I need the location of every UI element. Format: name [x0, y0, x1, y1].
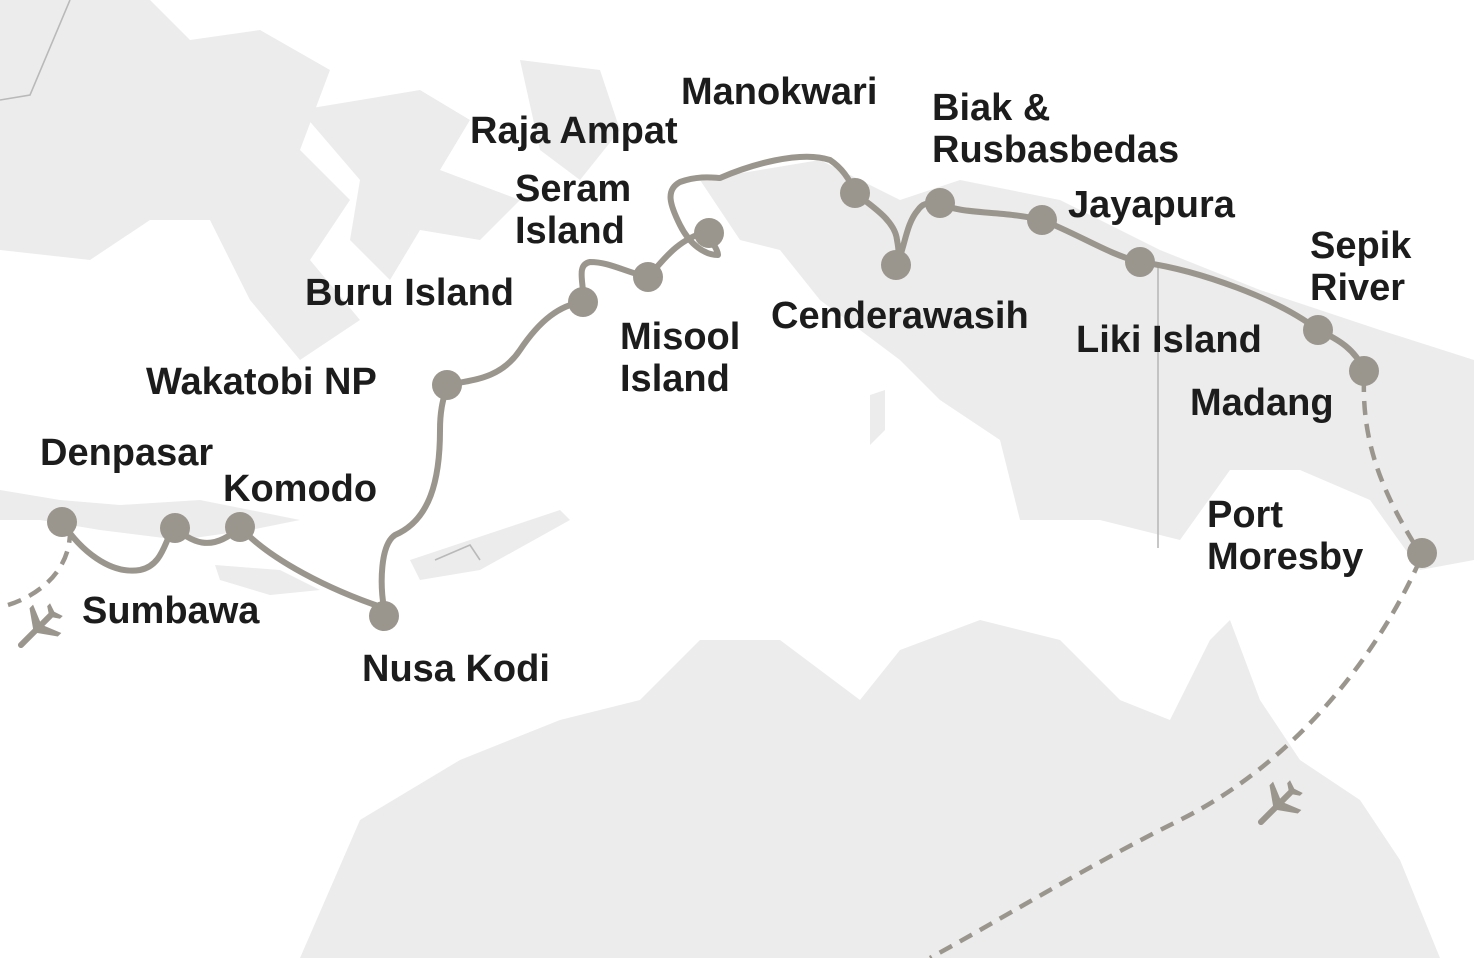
label-buru-island: Buru Island — [305, 272, 515, 314]
label-misool-island-line1: Misool — [620, 316, 741, 358]
border-timor — [434, 544, 481, 561]
stop-port-moresby — [1407, 538, 1437, 568]
stop-denpasar — [47, 507, 77, 537]
stops — [47, 178, 1437, 631]
label-liki-island: Liki Island — [1076, 319, 1262, 361]
label-seram-island-line2: Island — [515, 210, 625, 252]
label-port-moresby-line1: Port — [1207, 494, 1283, 536]
stop-wakatobi — [432, 370, 462, 400]
land-sumba — [215, 565, 320, 595]
plane-arrival-icon — [17, 603, 63, 649]
land-halmahera — [520, 60, 620, 180]
border-kalimantan — [0, 0, 71, 101]
label-sepik-river-line2: River — [1310, 267, 1406, 309]
stop-madang — [1349, 356, 1379, 386]
label-manokwari: Manokwari — [681, 71, 878, 113]
stop-misool-island — [633, 262, 663, 292]
stop-raja-ampat — [694, 218, 724, 248]
land-borneo-sulawesi — [0, 0, 360, 360]
stop-nusa-kodi — [369, 601, 399, 631]
land-small-island — [870, 390, 885, 445]
stop-cenderawasih — [881, 250, 911, 280]
land-sulawesi — [300, 90, 520, 280]
borders — [0, 0, 1159, 561]
label-nusa-kodi: Nusa Kodi — [362, 648, 550, 690]
label-raja-ampat: Raja Ampat — [470, 110, 678, 152]
stop-manokwari — [840, 178, 870, 208]
label-biak-line1: Biak & — [932, 87, 1051, 129]
stop-buru-island — [568, 287, 598, 317]
stop-sepik-river — [1303, 315, 1333, 345]
label-sumbawa: Sumbawa — [82, 590, 260, 632]
label-biak-line2: Rusbasbedas — [932, 129, 1180, 171]
label-misool-island-line2: Island — [620, 358, 730, 400]
plane-departure-icon — [1257, 780, 1303, 826]
stop-biak — [925, 188, 955, 218]
label-sepik-river-line1: Sepik — [1310, 225, 1412, 267]
stop-sumbawa — [160, 513, 190, 543]
label-seram-island-line1: Seram — [515, 168, 632, 210]
flight-leg-departure — [928, 559, 1423, 958]
stop-jayapura — [1027, 205, 1057, 235]
label-wakatobi: Wakatobi NP — [146, 361, 377, 403]
land-timor — [410, 510, 570, 580]
label-jayapura: Jayapura — [1068, 184, 1235, 226]
flight-leg-arrival — [7, 531, 73, 608]
land-lesser-sunda — [0, 490, 300, 540]
stop-komodo — [225, 512, 255, 542]
label-port-moresby-line2: Moresby — [1207, 536, 1364, 578]
flight-leg-madang-port-moresby — [1361, 377, 1422, 555]
label-denpasar: Denpasar — [40, 432, 214, 474]
label-madang: Madang — [1190, 382, 1334, 424]
label-cenderawasih: Cenderawasih — [771, 295, 1029, 337]
stop-liki-island — [1125, 247, 1155, 277]
land-australia — [300, 620, 1440, 958]
label-komodo: Komodo — [223, 468, 378, 510]
